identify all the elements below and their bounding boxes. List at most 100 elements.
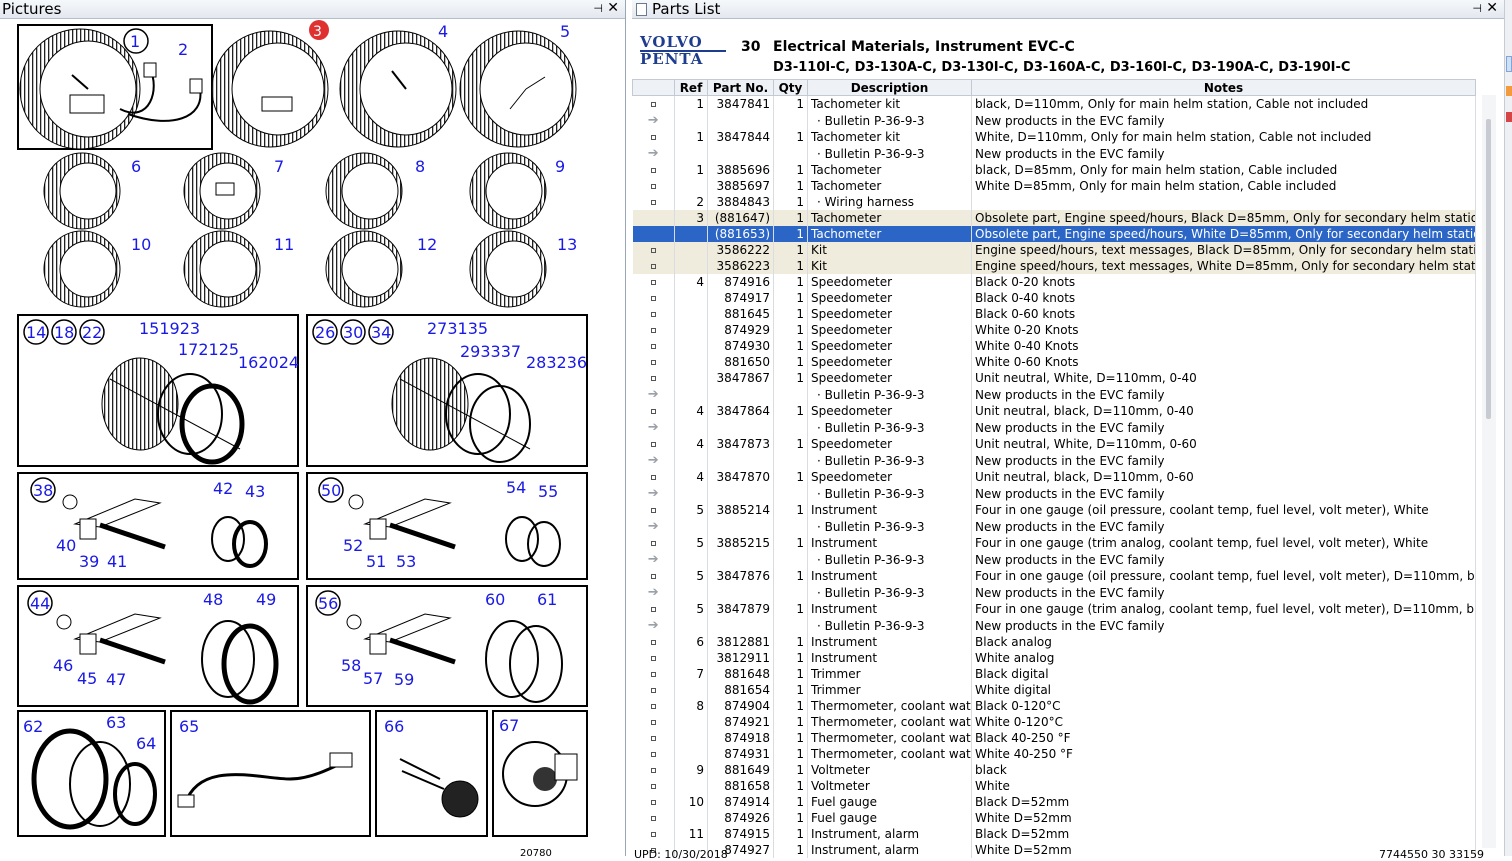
expand-square-icon[interactable] (650, 800, 656, 805)
gauge-3[interactable] (211, 30, 329, 148)
bracket-set-38[interactable] (62, 494, 268, 568)
expand-square-icon[interactable] (650, 328, 656, 333)
expand-square-icon[interactable] (650, 442, 656, 447)
expand-square-icon[interactable] (650, 280, 656, 285)
expand-square-icon[interactable] (650, 736, 656, 741)
rings-62-64[interactable] (31, 728, 157, 830)
bulletin-arrow-icon[interactable]: ➔ (647, 420, 659, 435)
bulletin-arrow-icon[interactable]: ➔ (647, 113, 659, 128)
col-part[interactable]: Part No. (707, 79, 774, 96)
col-notes[interactable]: Notes (971, 79, 1476, 96)
exploded-view-drawing[interactable]: 1 2 3 4 5 6 7 8 9 10 11 12 13 14 18 22 1… (0, 19, 626, 856)
expand-square-icon[interactable] (650, 508, 656, 513)
expand-square-icon[interactable] (650, 704, 656, 709)
bracket-set-56[interactable] (346, 613, 563, 703)
cable-2[interactable] (119, 62, 203, 122)
toolbar-button[interactable] (1506, 56, 1512, 72)
bracket-set-50[interactable] (348, 494, 561, 567)
expand-square-icon[interactable] (650, 344, 656, 349)
buzzer-66[interactable] (399, 758, 479, 818)
expand-square-icon[interactable] (650, 168, 656, 173)
expand-square-icon[interactable] (650, 296, 656, 301)
col-icon[interactable] (632, 79, 675, 96)
expand-square-icon[interactable] (650, 200, 656, 205)
bulletin-arrow-icon[interactable]: ➔ (647, 453, 659, 468)
expand-square-icon[interactable] (650, 656, 656, 661)
expand-square-icon[interactable] (650, 376, 656, 381)
expand-square-icon[interactable] (650, 360, 656, 365)
expand-square-icon[interactable] (650, 784, 656, 789)
sender-67[interactable] (502, 741, 578, 807)
expand-square-icon[interactable] (650, 816, 656, 821)
gauge-1[interactable] (19, 28, 141, 150)
orange-icon[interactable] (1506, 86, 1512, 96)
expand-square-icon[interactable] (650, 541, 656, 546)
col-desc[interactable]: Description (807, 79, 972, 96)
expand-square-icon[interactable] (650, 135, 656, 140)
expand-square-icon[interactable] (650, 264, 656, 269)
expand-square-icon[interactable] (650, 768, 656, 773)
bulletin-arrow-icon[interactable]: ➔ (647, 618, 659, 633)
expand-square-icon[interactable] (650, 312, 656, 317)
expand-square-icon[interactable] (650, 752, 656, 757)
gauge-4[interactable] (339, 30, 457, 148)
close-icon[interactable]: ✕ (1486, 0, 1498, 16)
small-gauges[interactable] (43, 152, 547, 308)
col-qty[interactable]: Qty (773, 79, 808, 96)
expand-square-icon[interactable] (650, 832, 656, 837)
bezel-rings-left[interactable] (101, 357, 245, 465)
expand-square-icon[interactable] (650, 720, 656, 725)
bezel-rings-right[interactable] (391, 357, 531, 463)
bulletin-arrow-icon[interactable]: ➔ (647, 519, 659, 534)
close-icon[interactable]: ✕ (607, 0, 619, 16)
gauge-5[interactable] (459, 30, 577, 148)
vertical-scrollbar[interactable] (1482, 95, 1496, 848)
scroll-thumb[interactable] (1486, 119, 1491, 419)
bulletin-arrow-icon[interactable]: ➔ (647, 146, 659, 161)
bracket-set-44[interactable] (56, 613, 279, 705)
expand-square-icon[interactable] (650, 848, 656, 853)
red-icon[interactable] (1506, 112, 1512, 122)
expand-square-icon[interactable] (650, 184, 656, 189)
expand-square-icon[interactable] (650, 672, 656, 677)
